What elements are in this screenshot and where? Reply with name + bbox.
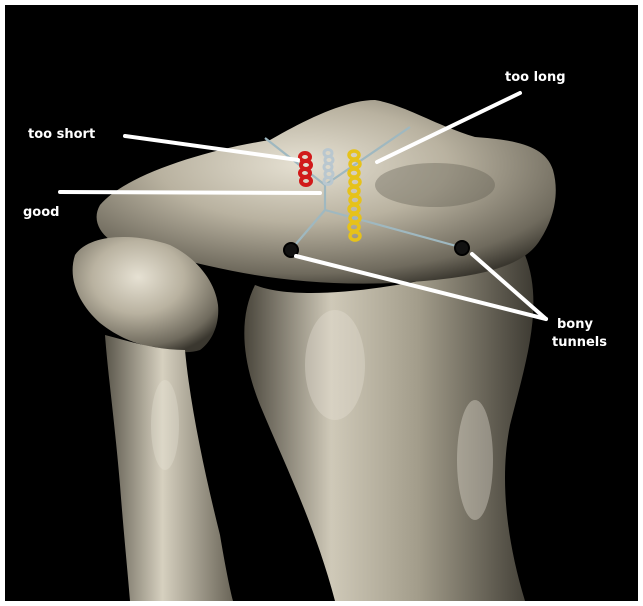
label-too-short: too short <box>28 126 95 144</box>
label-bony: bony <box>557 316 593 334</box>
label-tunnels: tunnels <box>552 334 607 352</box>
label-too-long: too long <box>505 69 566 87</box>
knee-bone-render <box>5 5 638 601</box>
image-frame: too long too short good bony tunnels <box>5 5 638 601</box>
tunnel-marker-right <box>455 241 469 255</box>
label-good: good <box>23 204 59 222</box>
pointer-good <box>60 192 320 193</box>
